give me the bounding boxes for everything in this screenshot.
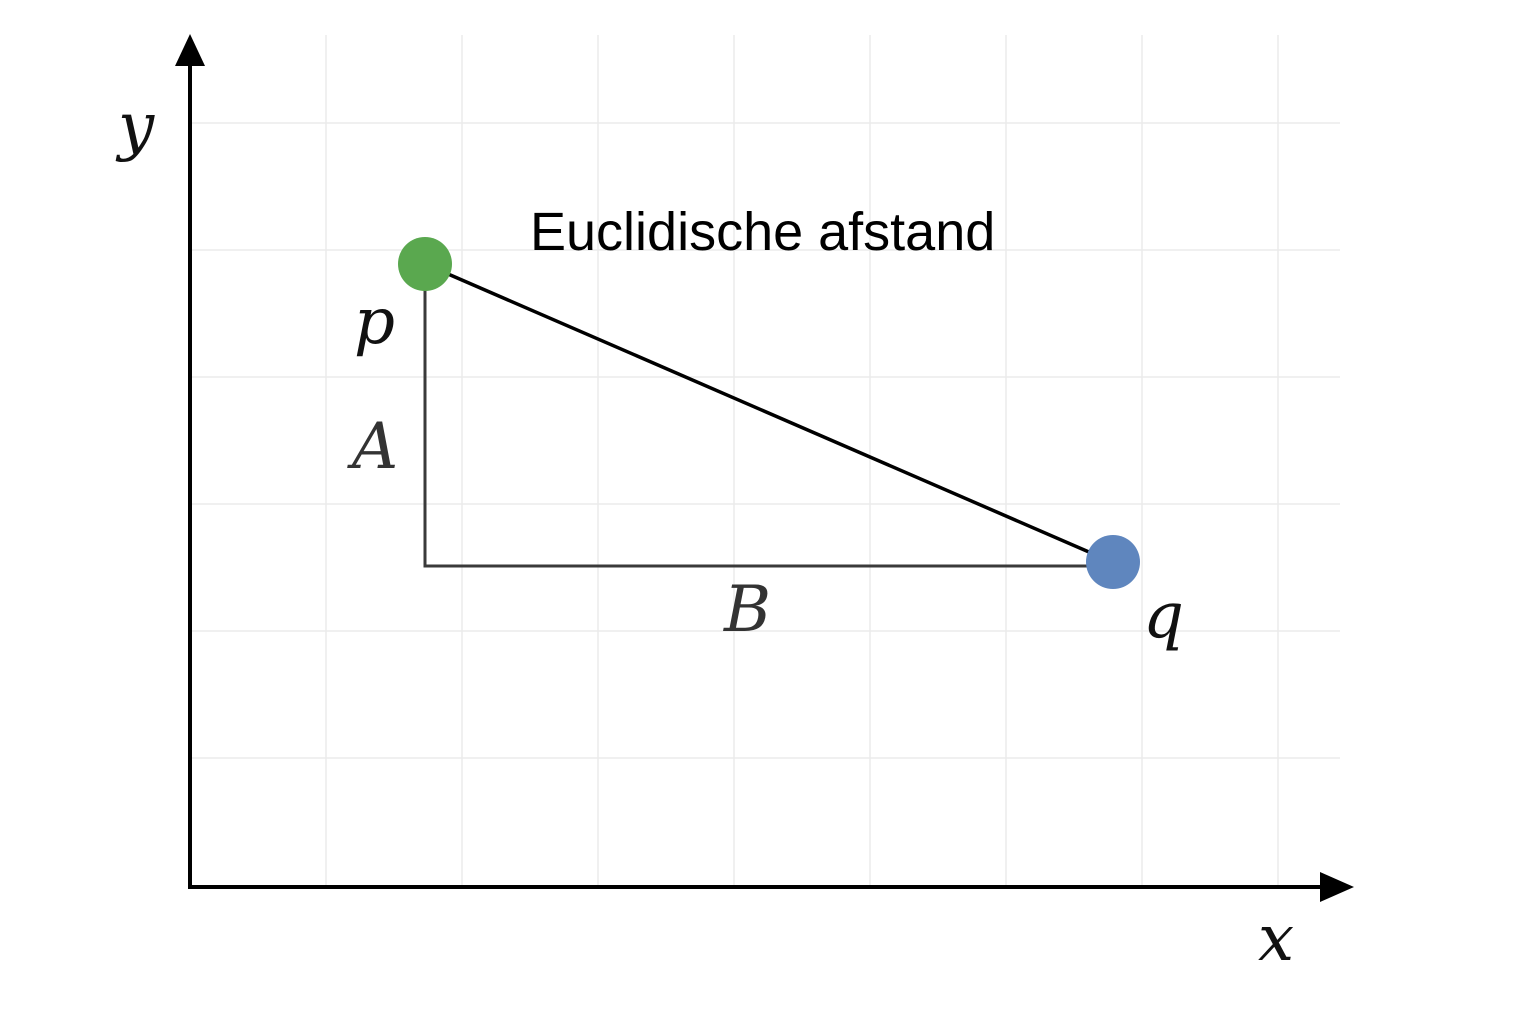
point-p-marker	[398, 237, 452, 291]
triangle-legs	[423, 264, 1112, 568]
x-axis-label: x	[1258, 902, 1294, 976]
background-grid	[190, 35, 1340, 885]
point-p-label: p	[354, 285, 395, 359]
leg-a-label: A	[347, 410, 398, 484]
axes	[175, 34, 1354, 902]
leg-b-label: B	[723, 573, 771, 647]
point-q-marker	[1086, 535, 1140, 589]
y-axis-arrowhead	[175, 34, 205, 66]
diagram-title: Euclidische afstand	[530, 202, 995, 262]
point-q-label: q	[1143, 579, 1184, 653]
x-axis-arrowhead	[1320, 872, 1354, 902]
y-axis-label: y	[115, 90, 155, 164]
euclidean-distance-line	[424, 262, 1113, 564]
